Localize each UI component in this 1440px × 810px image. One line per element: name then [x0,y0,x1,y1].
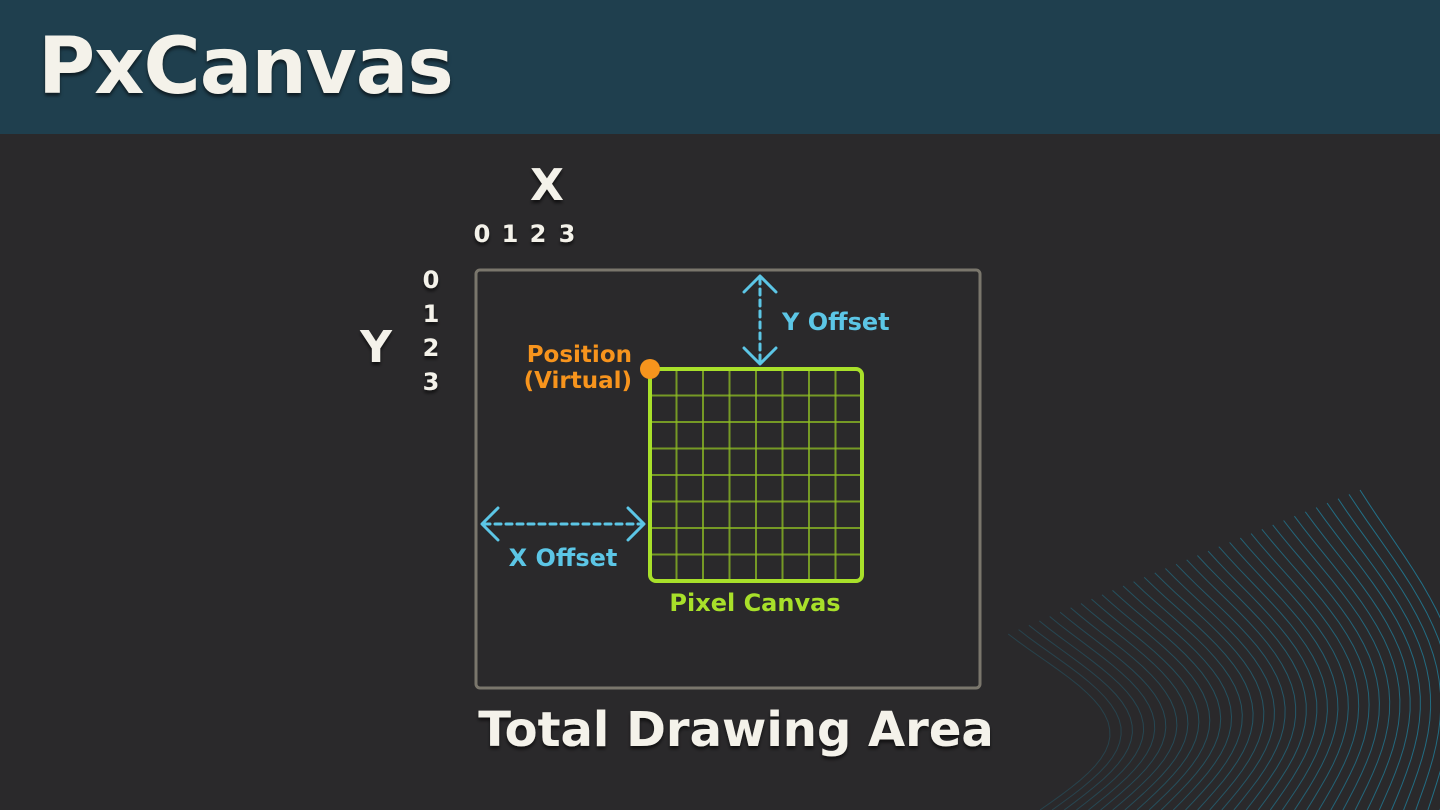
wave-mesh-line [1250,533,1360,810]
wave-mesh-line [1186,559,1297,810]
position-label-line1: Position [527,342,632,368]
wave-mesh-line [1112,590,1222,810]
wave-mesh-line [1143,576,1254,810]
y-axis-ticks: 0 1 2 3 [423,266,440,396]
header-bar: PxCanvas [0,0,1440,134]
wave-mesh-line [1018,629,1122,810]
wave-mesh-line [1154,572,1265,810]
wave-mesh-line [1315,507,1421,810]
x-tick-2: 2 [530,220,547,248]
y-axis-label: Y [359,322,393,373]
wave-mesh-line [1272,524,1380,810]
wave-mesh-line [1283,520,1391,810]
wave-mesh-line [1294,515,1401,810]
wave-mesh-line [1049,616,1156,810]
wave-mesh-line [1175,563,1286,810]
wave-mesh-line [1122,585,1233,810]
wave-mesh-line [1304,511,1411,810]
y-offset-arrow [742,274,778,366]
y-tick-2: 2 [423,334,440,362]
wave-mesh-line [1165,568,1275,810]
wave-mesh-line [1101,594,1211,810]
pixel-canvas-label: Pixel Canvas [669,589,840,617]
x-axis-ticks: 0 1 2 3 [474,220,576,248]
y-tick-0: 0 [423,266,440,294]
wave-mesh-line [1239,537,1349,810]
position-label-line2: (Virtual) [524,368,632,394]
wave-mesh-line [1028,624,1133,810]
wave-mesh-line [1197,555,1307,810]
wave-mesh-line [1070,607,1178,810]
position-dot [640,359,660,379]
x-axis-label: X [530,160,564,211]
pixel-canvas-grid [650,369,862,581]
wave-mesh-line [1038,620,1145,810]
wave-mesh-line [1080,603,1189,810]
wave-mesh-line [1091,598,1200,810]
wave-mesh-line [1059,611,1167,810]
x-tick-3: 3 [559,220,576,248]
y-offset-label: Y Offset [781,308,890,336]
pixel-canvas-frame [648,367,864,583]
wave-mesh-line [1133,581,1243,810]
x-tick-0: 0 [474,220,491,248]
x-tick-1: 1 [502,220,519,248]
y-tick-1: 1 [423,300,440,328]
wave-mesh-line [1207,550,1318,810]
wave-mesh-line [1337,498,1440,810]
wave-mesh-line [1359,489,1440,810]
wave-mesh-decoration [1007,489,1440,810]
page-title: PxCanvas [38,22,454,112]
wave-mesh-line [1007,633,1111,810]
y-tick-3: 3 [423,368,440,396]
wave-mesh-line [1348,494,1440,810]
wave-mesh-line [1229,542,1339,810]
wave-mesh-line [1261,528,1370,810]
total-drawing-area-frame [474,268,982,690]
total-drawing-area-label: Total Drawing Area [478,702,994,758]
wave-mesh-line [1218,546,1328,810]
x-offset-arrow [480,506,646,542]
x-offset-label: X Offset [509,544,618,572]
wave-mesh-line [1326,502,1432,810]
